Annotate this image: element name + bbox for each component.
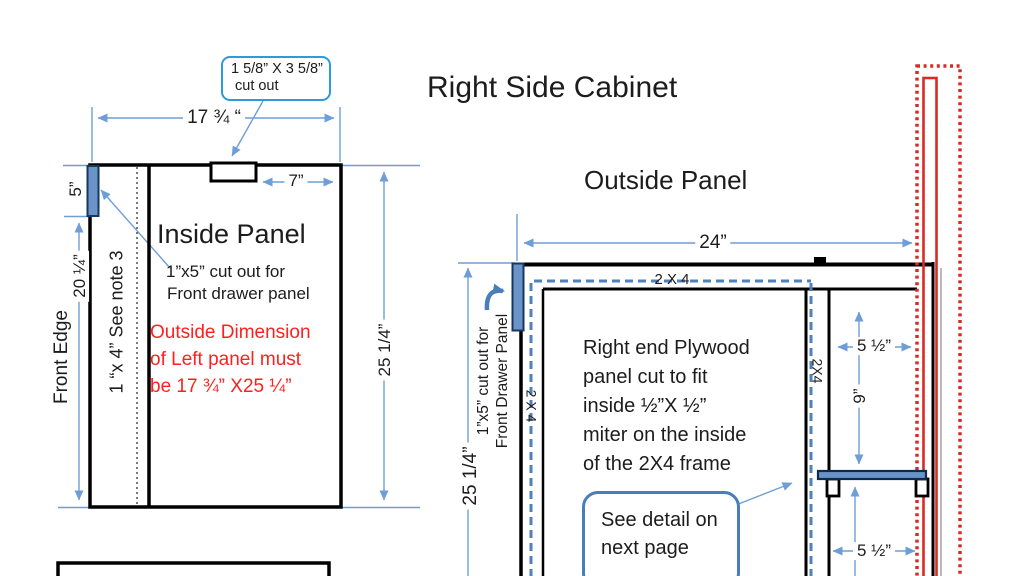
cutout-note-line1: 1”x5” cut out for — [166, 262, 286, 281]
width-dimension-label: 17 ¾ “ — [183, 108, 245, 128]
cutout-callout-line2: cut out — [235, 78, 279, 94]
front-edge-label: Front Edge — [51, 310, 73, 404]
warning-line1: Outside Dimension — [150, 322, 311, 343]
description-line3: inside ½”X ½” — [583, 395, 707, 417]
bottom-width-dimension-label: 5 ½” — [852, 542, 896, 560]
rotated-cutout-note-line2: Front Drawer Panel — [494, 313, 511, 449]
description-line4: miter on the inside — [583, 424, 747, 446]
notch-dimension-label: 7” — [284, 172, 308, 190]
outside-height-dimension-label: 25 1/4” — [460, 442, 481, 510]
shelf-width-dimension-label: 5 ½” — [852, 337, 896, 355]
detail-callout-line2: next page — [601, 537, 689, 559]
shelf-height-dimension-label: 9” — [850, 384, 869, 408]
cutout-callout: 1 5/8” X 3 5/8” cut out — [221, 56, 331, 101]
rotated-cutout-note-line1: 1”x5” cut out for — [475, 326, 492, 436]
warning-line3: be 17 ¾” X25 ¼” — [150, 376, 292, 397]
strip-note-label: 1 “x 4” See note 3 — [106, 250, 127, 394]
outside-width-dimension-label: 24” — [695, 233, 731, 253]
outside-panel-title: Outside Panel — [584, 165, 748, 195]
bar-dimension-label: 5” — [66, 177, 85, 201]
frame-label-left: 2 X 4 — [523, 389, 540, 423]
frame-label-top: 2 X 4 — [654, 271, 690, 289]
cutout-callout-line1: 1 5/8” X 3 5/8” — [231, 61, 323, 77]
panel-description: Right end Plywood panel cut to fit insid… — [583, 334, 750, 479]
page-title: Right Side Cabinet — [427, 71, 678, 104]
rotated-cutout-note: 1”x5” cut out for Front Drawer Panel — [474, 314, 512, 448]
description-line1: Right end Plywood — [583, 337, 750, 359]
inside-panel-title: Inside Panel — [157, 219, 306, 249]
cutout-note-line2: Front drawer panel — [167, 284, 310, 303]
frame-label-right: 2X4 — [809, 358, 826, 384]
description-line5: of the 2X4 frame — [583, 453, 731, 475]
detail-callout-line1: See detail on — [601, 509, 718, 531]
warning-line2: of Left panel must — [150, 349, 302, 370]
description-line2: panel cut to fit — [583, 366, 708, 388]
height-dimension-label: 25 1/4” — [375, 319, 394, 381]
front-height-dimension-label: 20 ¼” — [70, 250, 89, 302]
detail-callout: See detail on next page — [582, 491, 740, 576]
